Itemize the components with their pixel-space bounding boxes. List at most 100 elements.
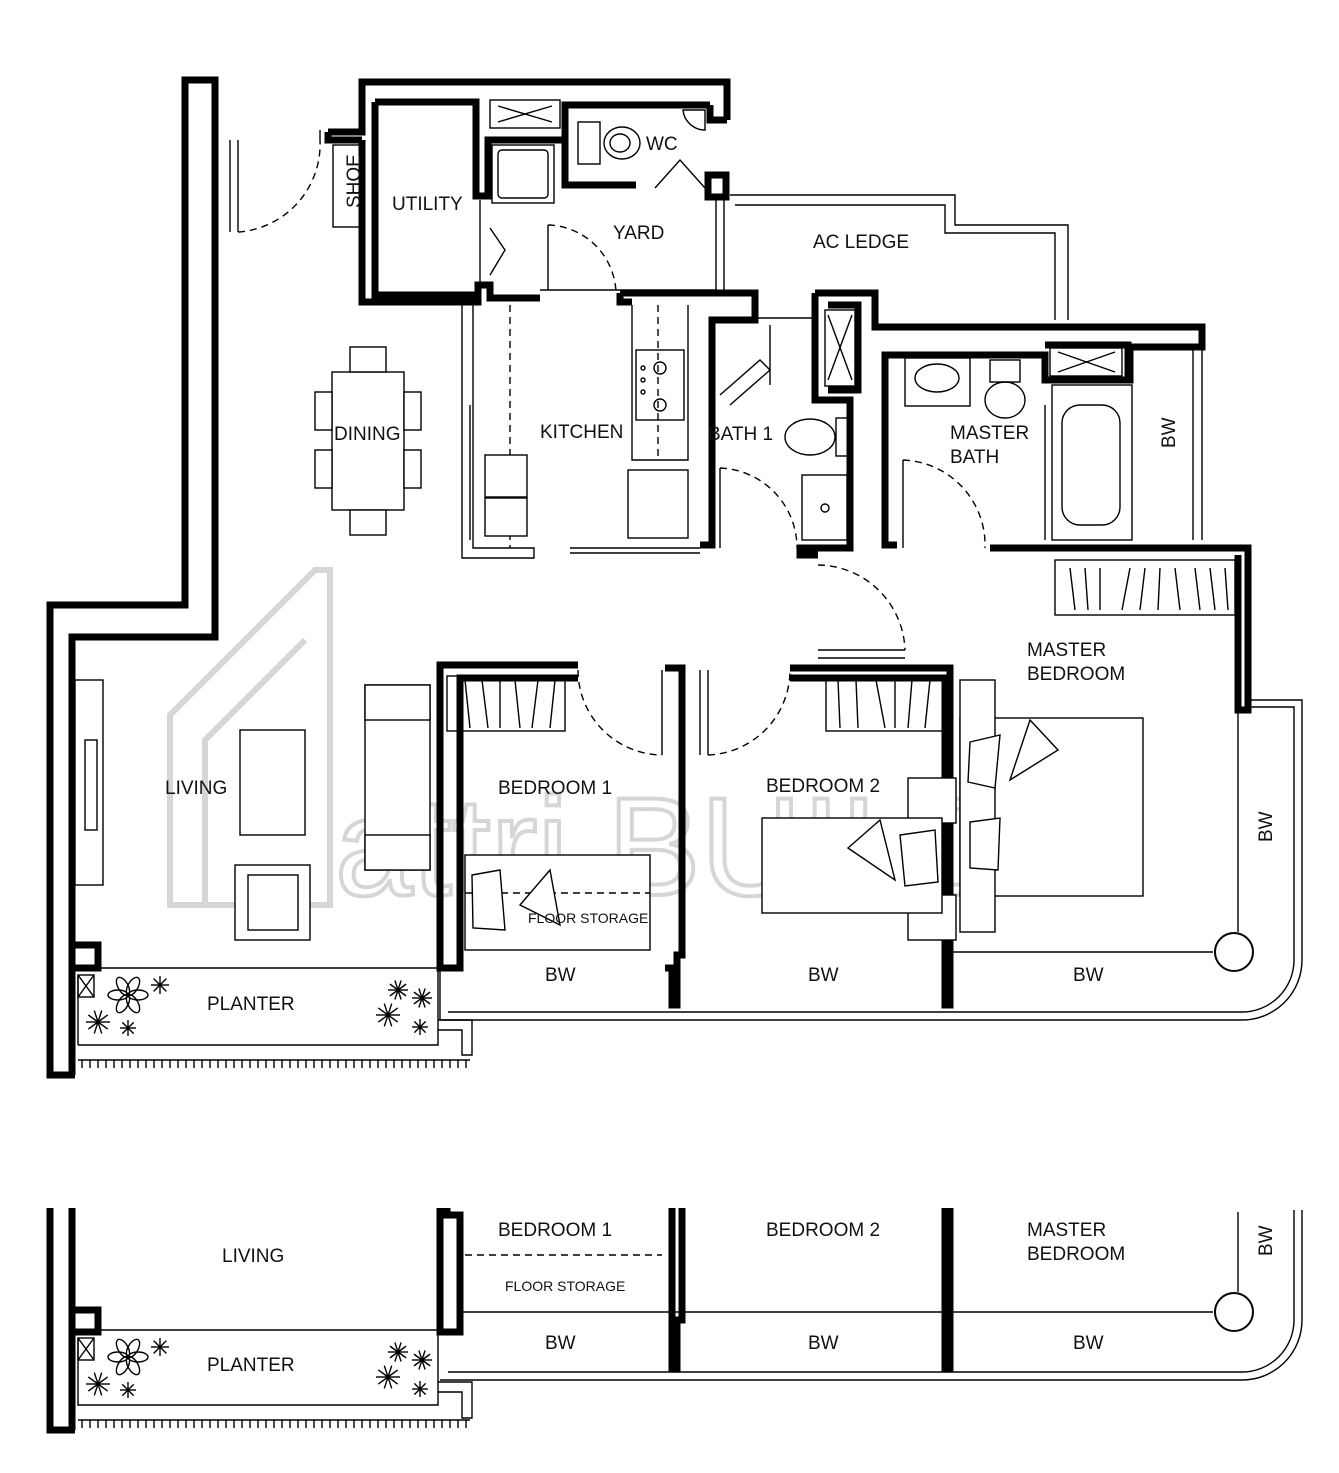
- balcony-outline: [439, 699, 1303, 1021]
- exterior-walls: [46, 76, 1252, 1079]
- shrub-stroke: [421, 997, 431, 1005]
- label-bw-master: BW: [1073, 965, 1104, 986]
- shrub-stroke: [121, 1389, 129, 1397]
- shrub-stroke: [421, 1359, 431, 1367]
- planter-railing: [81, 1060, 467, 1068]
- shrub-stroke: [387, 1369, 399, 1378]
- label-shoe: SHOE: [344, 154, 365, 208]
- shrub-stroke: [413, 1026, 421, 1034]
- shrub-stroke: [421, 988, 426, 999]
- shrub-stroke: [87, 1021, 99, 1030]
- shrub-stroke: [419, 1020, 427, 1028]
- shrub-stroke: [419, 1382, 427, 1390]
- shrub-petal: [115, 1338, 131, 1359]
- utility-door: [479, 200, 506, 285]
- shrub-stroke: [93, 1372, 99, 1385]
- shrub-stroke: [97, 1014, 109, 1023]
- section-label-floor-storage: FLOOR STORAGE: [505, 1278, 625, 1294]
- shrub-stroke: [413, 1388, 421, 1396]
- label-bedroom1: BEDROOM 1: [498, 778, 612, 799]
- planter-railing-section: [81, 1420, 467, 1428]
- label-ac-ledge: AC LEDGE: [813, 232, 909, 253]
- shrub-stroke: [397, 1342, 402, 1353]
- shrub-stroke: [418, 997, 423, 1008]
- shrub-stroke: [419, 1388, 427, 1396]
- master-wardrobe: [1054, 559, 1236, 616]
- shrub-icon: [86, 976, 432, 1036]
- bedroom1-furniture: [446, 669, 663, 951]
- shrub-stroke: [127, 1389, 135, 1397]
- label-bath1: BATH 1: [708, 424, 773, 445]
- shrub-stroke: [377, 1014, 389, 1023]
- label-kitchen: KITCHEN: [540, 422, 623, 443]
- master-bath-fixtures: [824, 309, 1133, 549]
- section-walls: [46, 1208, 1303, 1434]
- ac-ledge-outline: [540, 194, 1069, 320]
- shrub-stroke: [394, 989, 399, 1000]
- shrub-stroke: [383, 1014, 389, 1027]
- shrub-stroke: [397, 983, 407, 991]
- kitchen-counter: [461, 305, 700, 559]
- shrub-stroke: [421, 1359, 426, 1370]
- shrub-stroke: [159, 978, 167, 986]
- section-label-bw-bedroom1: BW: [545, 1333, 576, 1354]
- shrub-stroke: [93, 1383, 99, 1396]
- label-planter: PLANTER: [207, 994, 295, 1015]
- shrub-stroke: [397, 1351, 407, 1359]
- shrub-stroke: [419, 1026, 427, 1034]
- label-master-bedroom-line2: BEDROOM: [1027, 664, 1125, 685]
- shrub-stroke: [394, 1351, 399, 1362]
- shrub-stroke: [387, 1376, 399, 1385]
- bedroom2-furniture: [699, 669, 944, 914]
- shrub-stroke: [418, 1350, 423, 1361]
- section-label-master-bedroom-line2: BEDROOM: [1027, 1244, 1125, 1265]
- shrub-stroke: [127, 1383, 135, 1391]
- shrub-stroke: [383, 1365, 389, 1378]
- shrub-stroke: [121, 1383, 129, 1391]
- label-yard: YARD: [613, 223, 664, 244]
- shrub-stroke: [413, 997, 423, 1005]
- label-wc: WC: [646, 134, 678, 155]
- label-floor-storage: FLOOR STORAGE: [528, 910, 648, 926]
- shrub-petal: [125, 1338, 141, 1359]
- shrub-stroke: [413, 1353, 423, 1361]
- entrance-door: [229, 130, 321, 233]
- shrub-stroke: [387, 1007, 399, 1016]
- shrub-stroke: [394, 1342, 399, 1353]
- shrub-petal: [115, 976, 131, 997]
- shrub-stroke: [377, 1007, 389, 1016]
- shrub-stroke: [418, 988, 423, 999]
- living-furniture: [74, 679, 431, 941]
- shrub-stroke: [153, 1340, 161, 1348]
- shrub-stroke: [418, 1359, 423, 1370]
- shoe-cabinet: [332, 144, 362, 228]
- shrub-petal: [125, 976, 141, 997]
- shrub-stroke: [421, 1350, 426, 1361]
- shrub-stroke: [121, 1027, 129, 1035]
- shrub-stroke: [121, 1021, 129, 1029]
- master-bed: [907, 679, 1144, 941]
- shrub-stroke: [389, 1345, 399, 1353]
- shrub-stroke: [97, 1021, 103, 1034]
- shrub-stroke: [97, 1010, 103, 1023]
- shrub-stroke: [159, 984, 167, 992]
- shrub-stroke: [387, 1003, 393, 1016]
- master-bedroom-door: [817, 564, 906, 659]
- label-master-bath-line2: BATH: [950, 447, 999, 468]
- yard-fixtures: [489, 99, 617, 293]
- label-utility: UTILITY: [392, 194, 463, 215]
- section-label-bedroom2: BEDROOM 2: [766, 1220, 880, 1241]
- shrub-stroke: [397, 1351, 402, 1362]
- label-dining: DINING: [334, 424, 401, 445]
- section-label-bw-side: BW: [1256, 1225, 1277, 1256]
- shrub-stroke: [389, 1351, 399, 1359]
- shrub-stroke: [127, 1027, 135, 1035]
- shrub-stroke: [387, 1365, 393, 1378]
- section-label-living: LIVING: [222, 1246, 284, 1267]
- section-labels: LIVING BEDROOM 1 BEDROOM 2 MASTER BEDROO…: [207, 1220, 1277, 1376]
- shrub-stroke: [153, 978, 161, 986]
- shrub-stroke: [93, 1010, 99, 1023]
- shrub-stroke: [87, 1376, 99, 1385]
- section-label-bedroom1: BEDROOM 1: [498, 1220, 612, 1241]
